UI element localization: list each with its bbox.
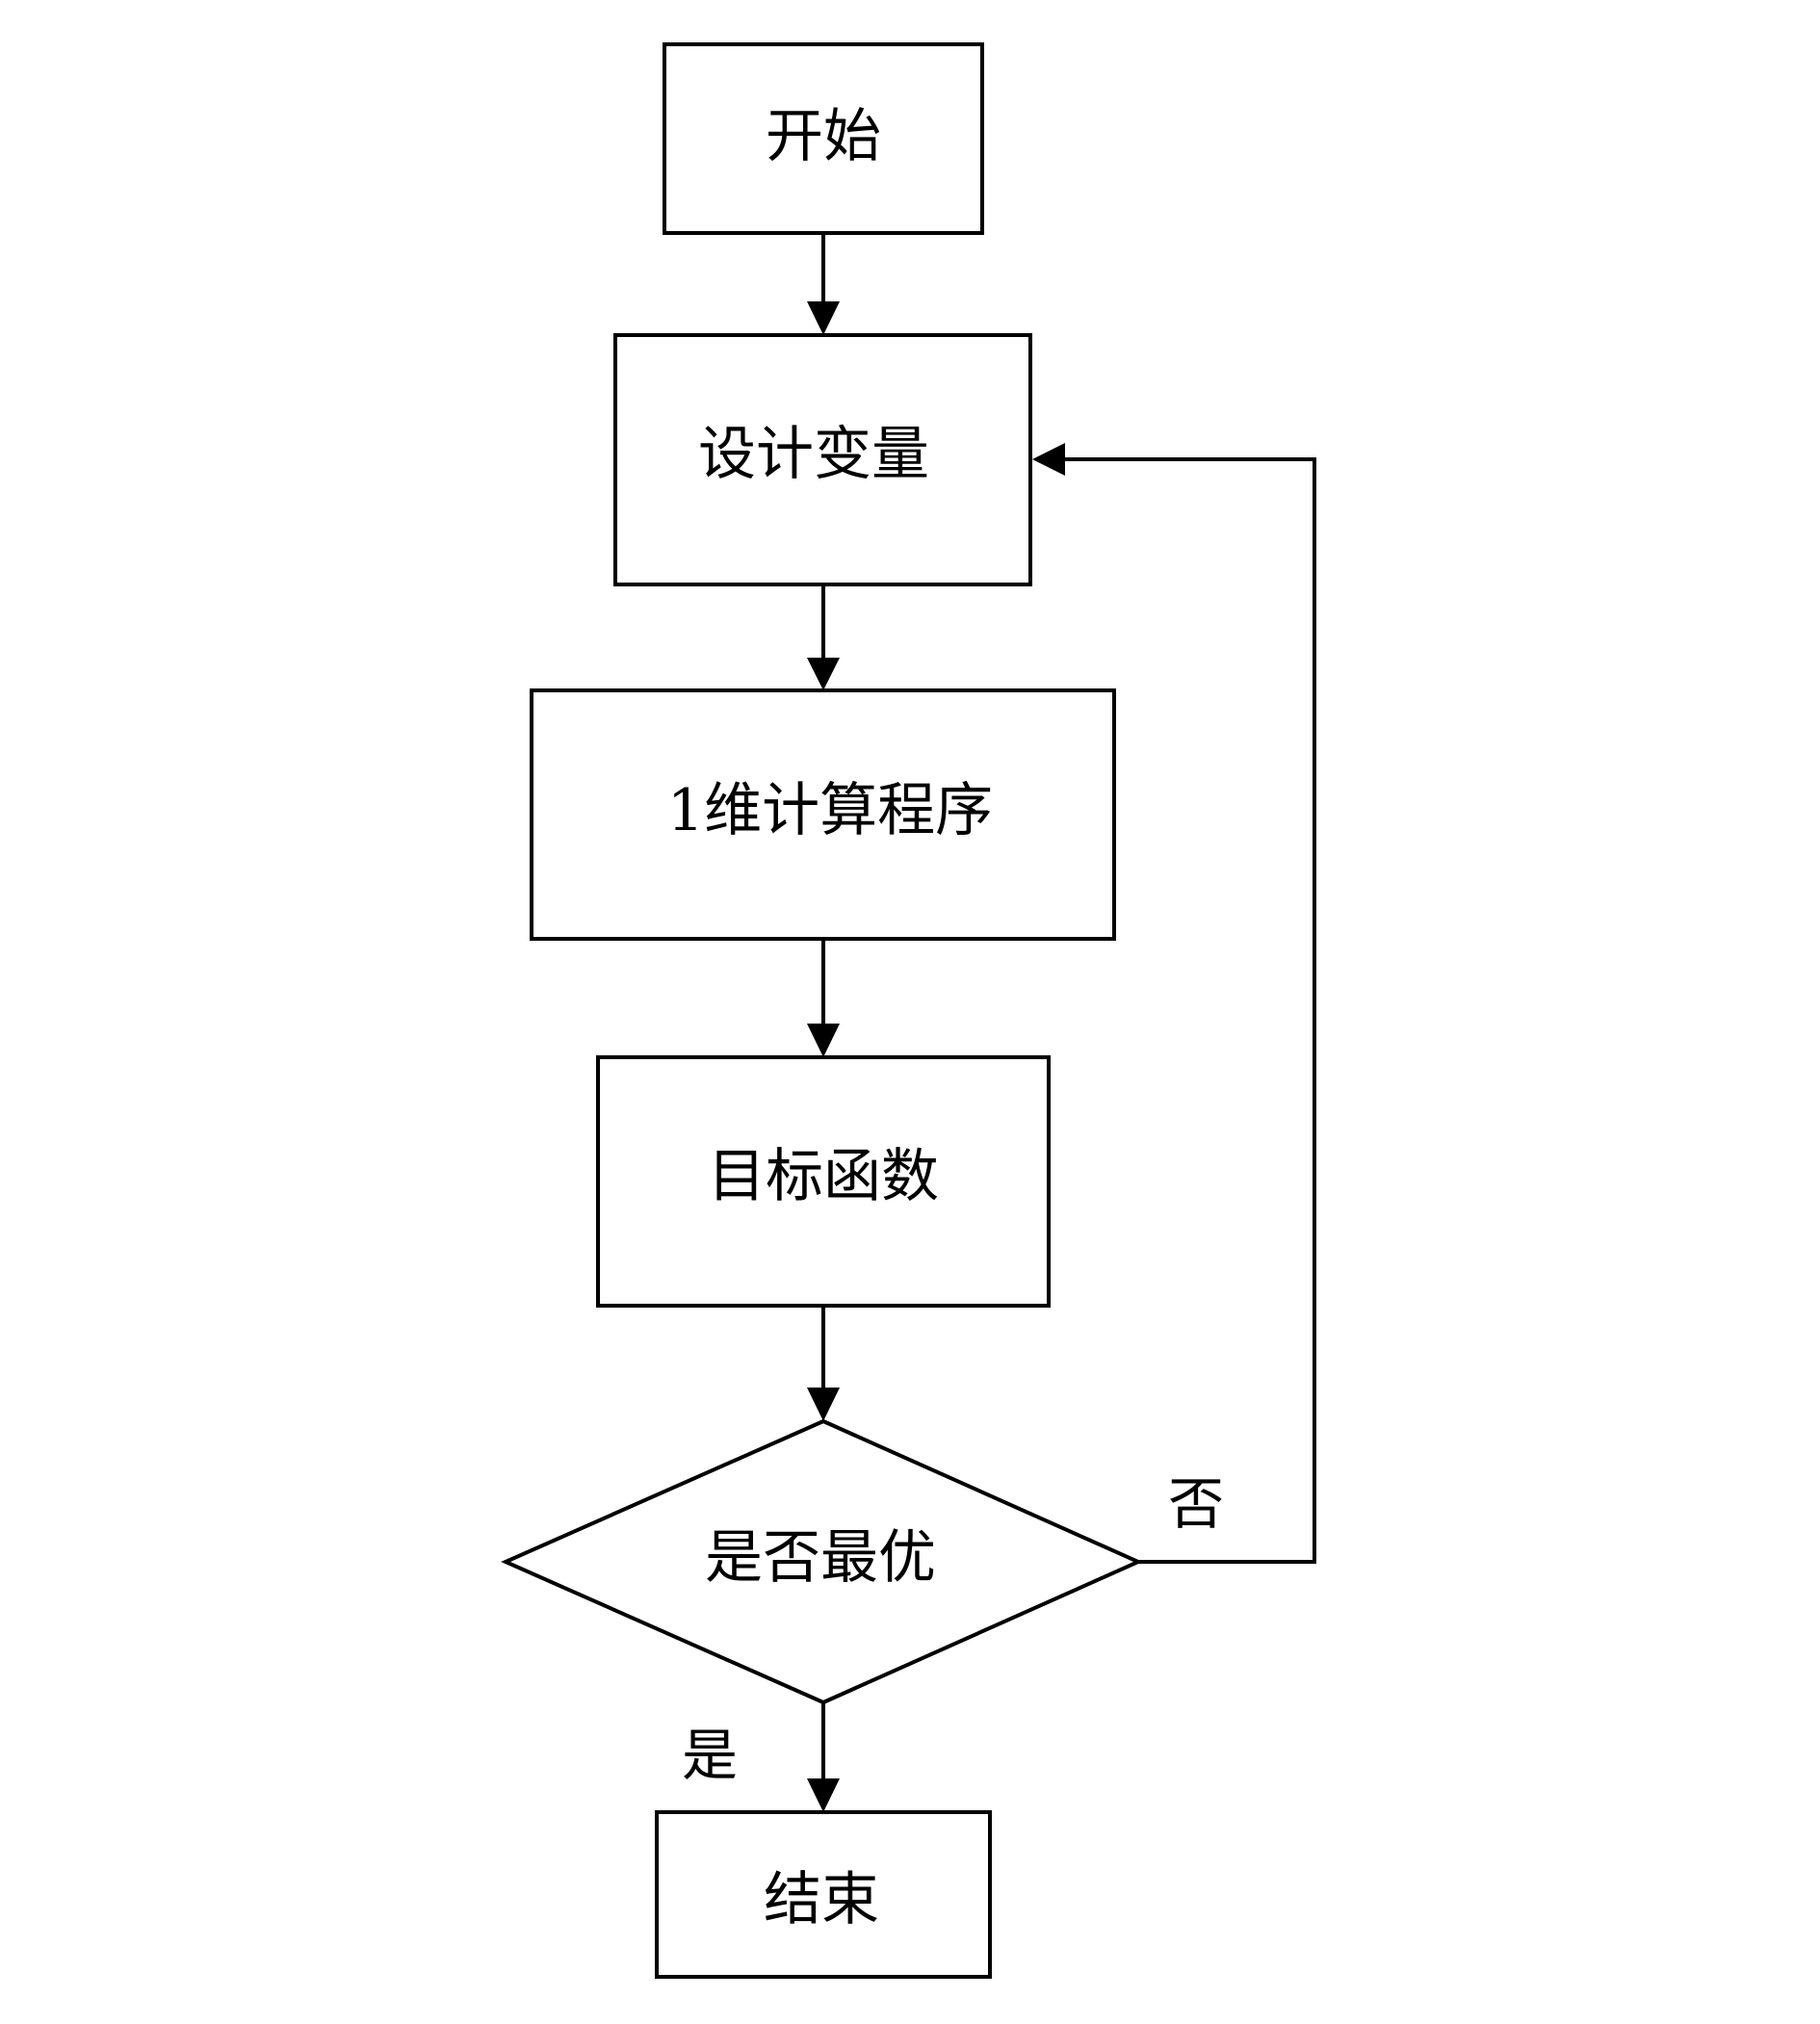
design-variables-label: 设计变量 (698, 421, 929, 488)
start-box (663, 42, 984, 235)
edge-label-no: 否 (1168, 1471, 1224, 1537)
node-design-variables: 设计变量 (613, 333, 1032, 586)
start-label: 开始 (766, 103, 881, 170)
end-box (655, 1810, 992, 1979)
arrowhead-down-icon (807, 1778, 840, 1812)
is-optimal-label: 是否最优 (705, 1524, 936, 1592)
node-one-dim-program: 1维计算程序 (530, 688, 1116, 941)
arrowhead-left-icon (1032, 443, 1065, 476)
arrowhead-down-icon (807, 1388, 840, 1421)
objective-function-label: 目标函数 (708, 1143, 939, 1210)
one-dim-program-box (530, 688, 1116, 941)
node-end: 结束 (655, 1810, 992, 1979)
edge-label-yes: 是 (682, 1723, 738, 1788)
node-objective-function: 目标函数 (596, 1055, 1051, 1308)
arrowhead-down-icon (807, 1024, 840, 1057)
edges (807, 233, 1316, 1812)
node-is-optimal: 是否最优 (501, 1418, 1143, 1705)
decision-diamond (501, 1418, 1143, 1705)
one-dim-program-label: 1维计算程序 (667, 777, 993, 844)
node-start: 开始 (663, 42, 984, 235)
objective-function-box (596, 1055, 1051, 1308)
arrowhead-down-icon (807, 301, 840, 335)
arrowhead-down-icon (807, 658, 840, 690)
end-label: 结束 (764, 1866, 879, 1933)
design-variables-box (613, 333, 1032, 586)
edge-decision-feedback-loop (1061, 457, 1316, 1564)
